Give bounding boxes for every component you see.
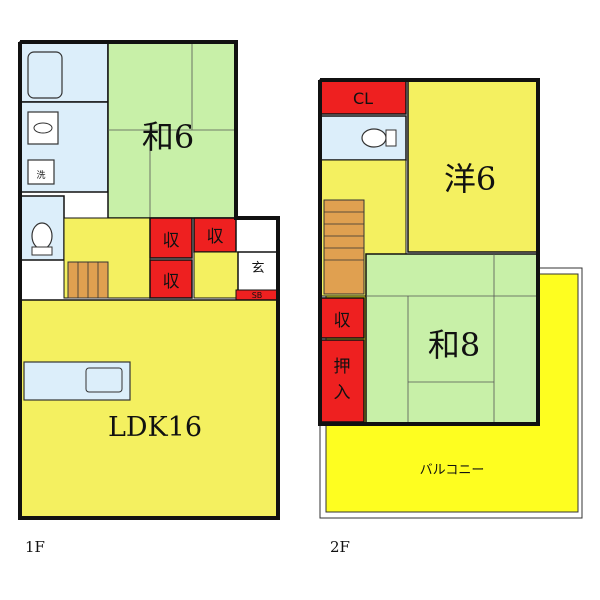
oshiire [319,339,365,423]
sink-basin-icon [33,122,53,134]
storage-b-label: 収 [163,272,180,292]
oshiire-label-top: 押 [334,357,351,377]
entrance-label: 玄 [251,261,264,276]
sink-icon [27,111,59,145]
youshitsu-6-room [407,79,539,253]
bathtub-icon [27,51,63,99]
washitsu-6-label: 和6 [142,118,194,156]
toilet-icon [361,128,387,148]
entrance-hall [193,251,239,299]
oshiire-label-bottom: 入 [334,383,351,403]
storage-a-label: 収 [163,231,180,251]
genkan [237,251,279,293]
toilet-icon [31,222,53,250]
youshitsu-6-label: 洋6 [444,160,496,198]
second-floor-plan: バルコニー CL 洋6 和8 収 押 入 2F [318,78,583,556]
stairs-2f [323,199,365,295]
shoe-box-label: SB [252,291,263,300]
outer-wall-1f [18,40,280,520]
washitsu-8-label: 和8 [428,326,480,364]
floor-label-2f: 2F [330,538,350,556]
storage-c-label: 収 [207,227,224,247]
first-floor-plan: 洗 和6 収 収 収 玄 SB LDK16 [18,40,280,556]
closet-label: CL [353,89,373,108]
storage-a [149,217,193,259]
outer-wall-2f [318,78,540,426]
kitchen-sink-icon [85,367,123,393]
storage-b [149,259,193,299]
washer-icon [27,159,55,185]
toilet-tank-icon [31,246,53,256]
balcony-label: バルコニー [420,463,485,478]
ldk-room [19,299,279,519]
toilet-tank-icon [385,129,397,147]
ldk-label: LDK16 [108,412,202,443]
storage-2f-label: 収 [334,311,351,331]
floor-label-1f: 1F [25,538,45,556]
washitsu-8-room [365,253,539,425]
washer-label: 洗 [36,169,45,181]
